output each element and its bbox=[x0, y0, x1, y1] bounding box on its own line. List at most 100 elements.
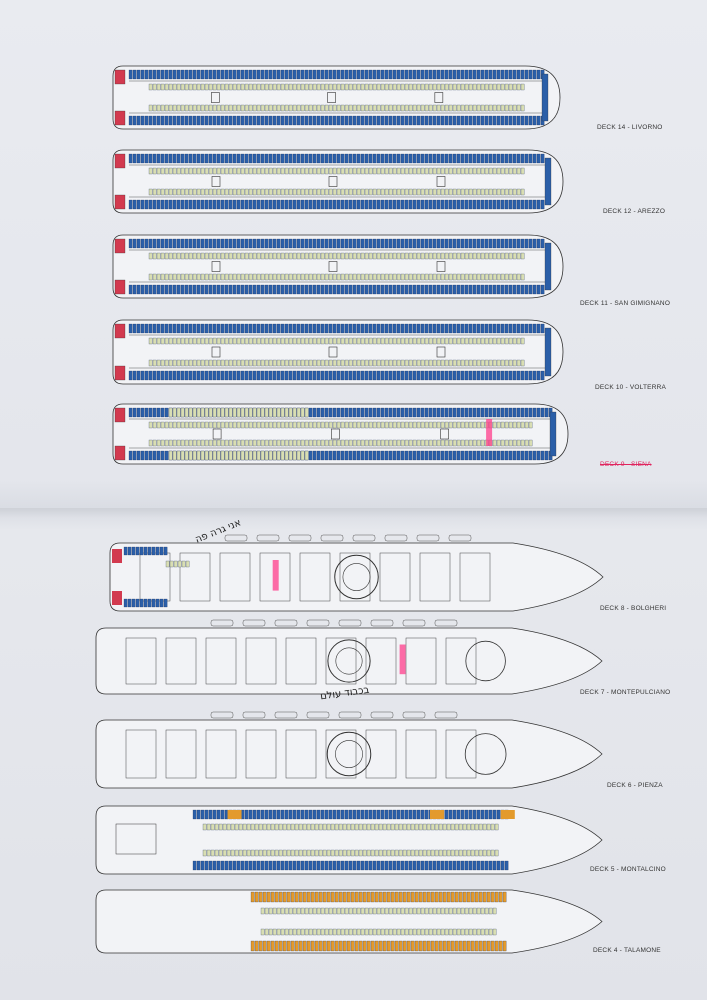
cabin bbox=[200, 407, 205, 418]
cabin bbox=[388, 359, 393, 367]
cabin bbox=[306, 891, 311, 903]
cabin bbox=[148, 104, 153, 112]
cabin bbox=[204, 199, 209, 210]
atrium bbox=[334, 554, 379, 600]
cabin bbox=[452, 167, 457, 175]
cabin bbox=[282, 823, 287, 831]
cabin bbox=[508, 273, 513, 281]
cabin bbox=[320, 284, 325, 295]
cabin bbox=[123, 546, 128, 556]
cabin bbox=[292, 252, 297, 260]
cabin bbox=[296, 421, 301, 429]
deck-label-9: DECK 9 - SIENA bbox=[600, 461, 652, 468]
cabin bbox=[348, 252, 353, 260]
cabin bbox=[484, 907, 489, 915]
cabin bbox=[224, 188, 229, 196]
cabin bbox=[224, 323, 229, 334]
cabin bbox=[136, 407, 141, 418]
cabin bbox=[214, 849, 219, 857]
cabin bbox=[368, 273, 373, 281]
cabin bbox=[464, 860, 469, 871]
cabin bbox=[268, 199, 273, 210]
cabin bbox=[188, 273, 193, 281]
cabin bbox=[184, 439, 189, 447]
cabin bbox=[428, 370, 433, 381]
cabin bbox=[132, 450, 137, 461]
cabin bbox=[500, 370, 505, 381]
cabin bbox=[290, 849, 295, 857]
cabin bbox=[336, 252, 341, 260]
cabin bbox=[504, 153, 509, 164]
cabin bbox=[304, 167, 309, 175]
cabin bbox=[492, 252, 497, 260]
cabin bbox=[252, 104, 257, 112]
cabin bbox=[352, 439, 357, 447]
cabin bbox=[380, 450, 385, 461]
cabin bbox=[408, 252, 413, 260]
cabin bbox=[340, 809, 345, 820]
cabin bbox=[484, 153, 489, 164]
cabin bbox=[460, 907, 465, 915]
cabin bbox=[488, 167, 493, 175]
cabin bbox=[200, 273, 205, 281]
cabin bbox=[336, 370, 341, 381]
cabin bbox=[224, 359, 229, 367]
cabin bbox=[184, 167, 189, 175]
cabin bbox=[308, 450, 313, 461]
cabin bbox=[338, 823, 343, 831]
cabin bbox=[292, 199, 297, 210]
cabin bbox=[356, 928, 361, 936]
lifeboat bbox=[448, 534, 472, 542]
cabin bbox=[272, 238, 277, 249]
cabin bbox=[474, 940, 479, 952]
cabin bbox=[396, 238, 401, 249]
cabin bbox=[264, 188, 269, 196]
cabin bbox=[148, 421, 153, 429]
cabin bbox=[496, 421, 501, 429]
cabin bbox=[520, 421, 525, 429]
cabin bbox=[540, 370, 545, 381]
cabin bbox=[356, 284, 361, 295]
cabin bbox=[488, 359, 493, 367]
cabin bbox=[316, 439, 321, 447]
cabin bbox=[276, 337, 281, 345]
cabin bbox=[324, 199, 329, 210]
cabin bbox=[192, 450, 197, 461]
cabin bbox=[348, 809, 353, 820]
cabin bbox=[258, 823, 263, 831]
cabin bbox=[492, 284, 497, 295]
cabin bbox=[440, 167, 445, 175]
cabin bbox=[172, 421, 177, 429]
cabin bbox=[328, 421, 333, 429]
cabin bbox=[504, 421, 509, 429]
cabin bbox=[508, 439, 513, 447]
cabin bbox=[404, 450, 409, 461]
cabin bbox=[228, 421, 233, 429]
cabin bbox=[256, 199, 261, 210]
cabin bbox=[336, 860, 341, 871]
cabin bbox=[164, 421, 169, 429]
cabin bbox=[268, 809, 273, 820]
cabin bbox=[480, 69, 485, 80]
cabin bbox=[540, 323, 545, 334]
cabin bbox=[248, 421, 253, 429]
deck-d5 bbox=[95, 805, 603, 875]
cabin bbox=[460, 104, 465, 112]
cabin bbox=[452, 439, 457, 447]
cabin bbox=[310, 849, 315, 857]
cabin bbox=[159, 546, 164, 556]
cabin bbox=[196, 407, 201, 418]
cabin bbox=[400, 104, 405, 112]
cabin bbox=[246, 849, 251, 857]
cabin bbox=[444, 928, 449, 936]
cabin bbox=[356, 69, 361, 80]
cabin bbox=[396, 860, 401, 871]
cabin bbox=[220, 421, 225, 429]
cabin bbox=[476, 199, 481, 210]
cabin bbox=[352, 323, 357, 334]
cabin bbox=[336, 188, 341, 196]
cabin bbox=[260, 69, 265, 80]
cabin bbox=[380, 284, 385, 295]
cabin bbox=[448, 439, 453, 447]
